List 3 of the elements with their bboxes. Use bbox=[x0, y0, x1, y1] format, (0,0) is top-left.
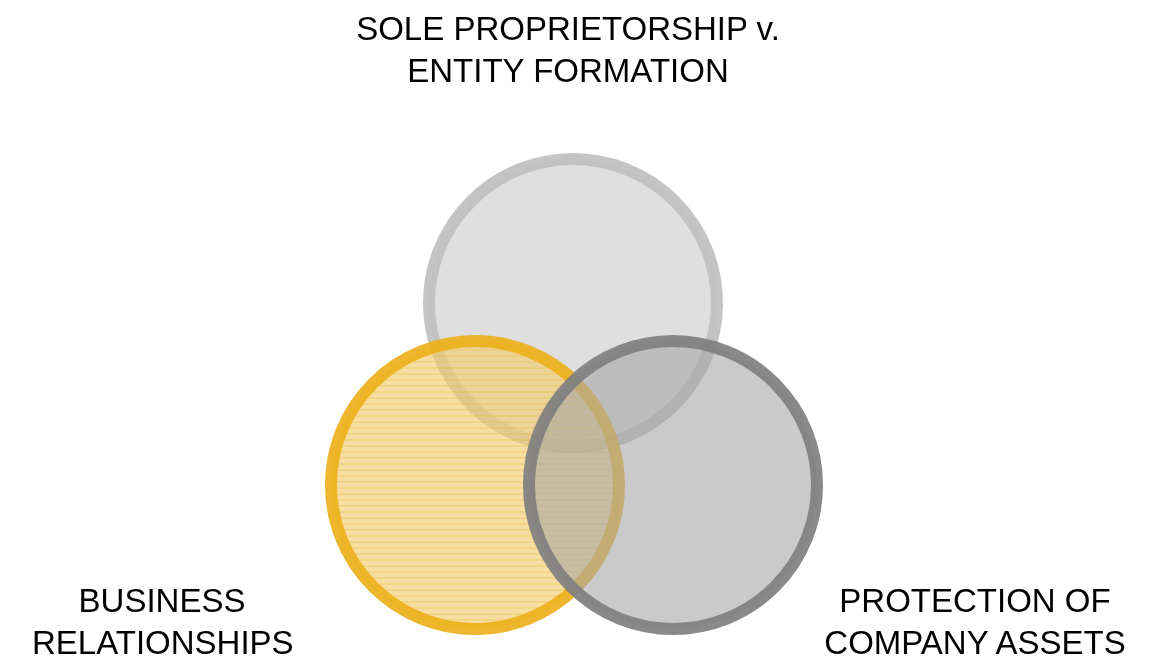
circle-heading: BUSINESS RELATIONSHIPS bbox=[32, 581, 292, 662]
circle-heading: PROTECTION OF COMPANY ASSETS bbox=[823, 581, 1127, 662]
circle-heading: SOLE PROPRIETORSHIP v. ENTITY FORMATION bbox=[355, 9, 781, 91]
